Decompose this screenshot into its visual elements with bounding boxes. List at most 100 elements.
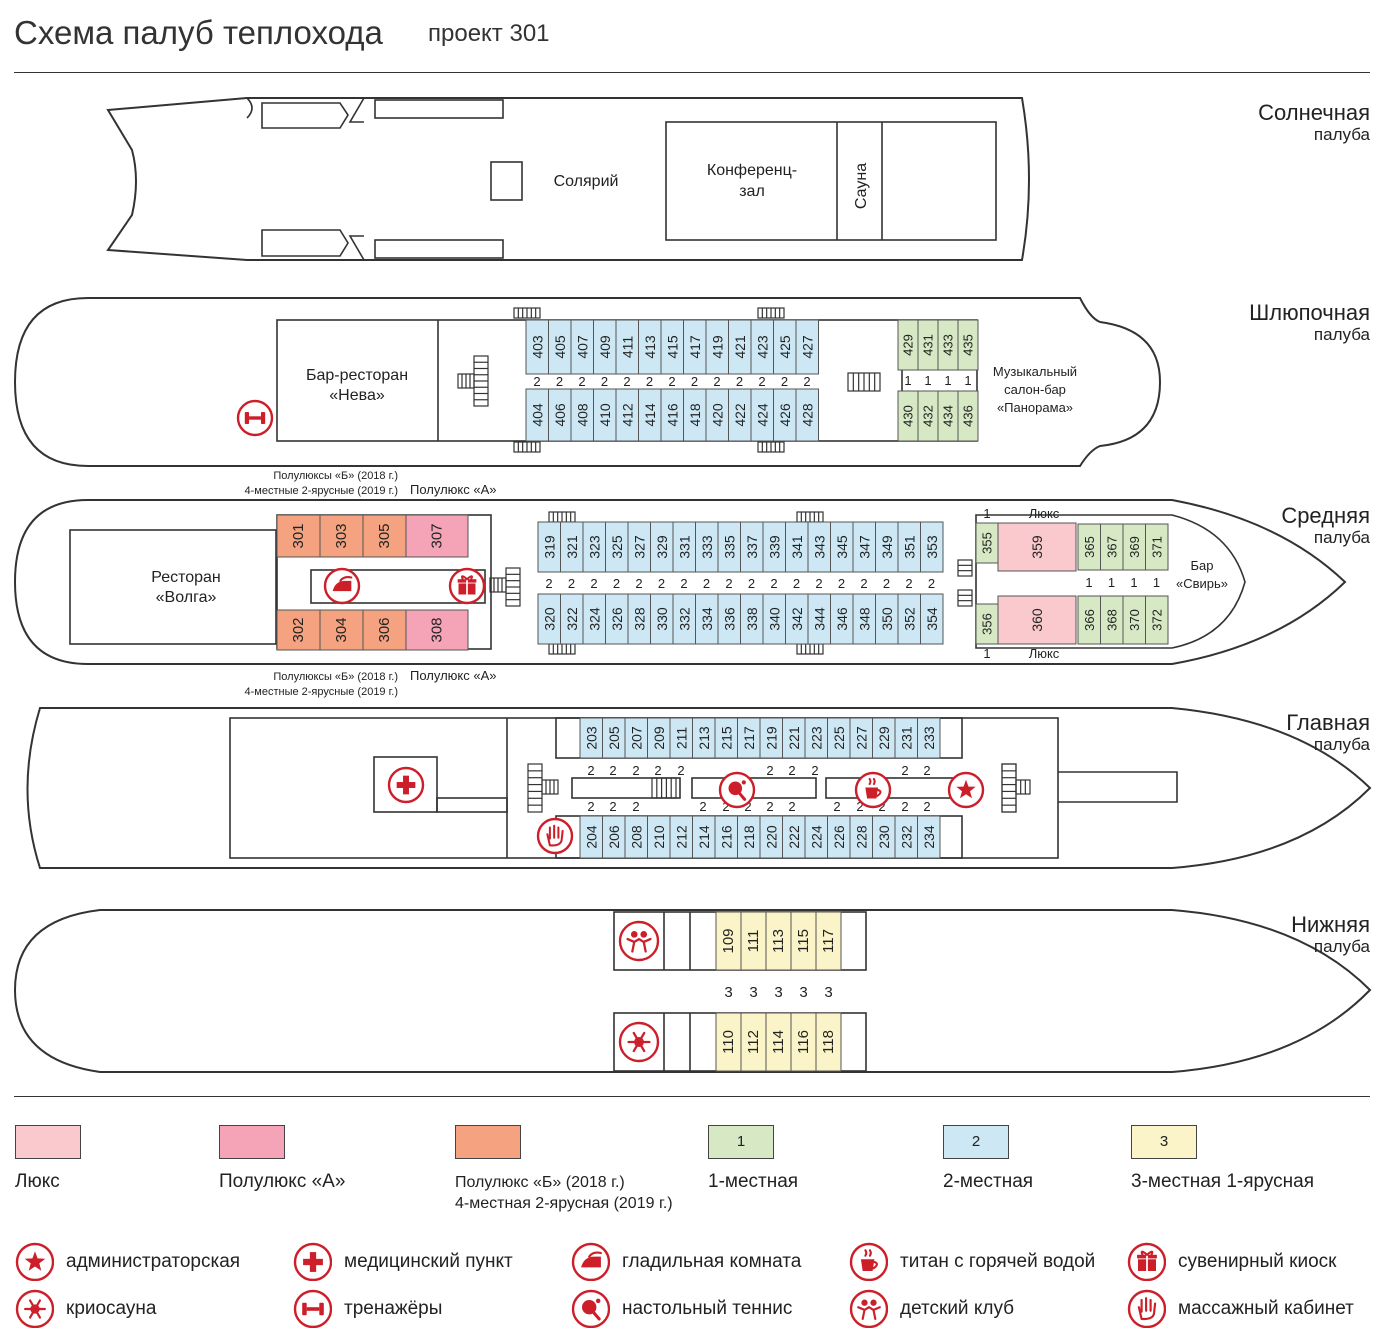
cabin-semi-lux-b[interactable]: 302 [276, 609, 321, 651]
cabin-triple[interactable]: 118 [815, 1012, 842, 1072]
cabin-double[interactable]: 326 [605, 593, 629, 645]
cabin-lux[interactable]: 359 [997, 522, 1077, 572]
cabin-double[interactable]: 329 [650, 521, 674, 573]
cabin-double[interactable]: 412 [615, 388, 639, 442]
cabin-double[interactable]: 228 [849, 815, 873, 859]
cabin-double[interactable]: 212 [669, 815, 693, 859]
cabin-double[interactable]: 222 [782, 815, 806, 859]
cabin-double[interactable]: 427 [795, 319, 819, 375]
cabin-double[interactable]: 233 [917, 717, 941, 759]
cabin-double[interactable]: 346 [830, 593, 854, 645]
cabin-double[interactable]: 340 [762, 593, 786, 645]
cabin-triple[interactable]: 113 [765, 911, 792, 971]
cabin-double[interactable]: 321 [560, 521, 584, 573]
cabin-double[interactable]: 216 [714, 815, 738, 859]
cabin-double[interactable]: 204 [579, 815, 603, 859]
cabin-double[interactable]: 352 [897, 593, 921, 645]
cabin-double[interactable]: 404 [525, 388, 549, 442]
cabin-double[interactable]: 424 [750, 388, 774, 442]
cabin-triple[interactable]: 117 [815, 911, 842, 971]
cabin-single[interactable]: 370 [1122, 595, 1146, 645]
cabin-double[interactable]: 420 [705, 388, 729, 442]
cabin-double[interactable]: 219 [759, 717, 783, 759]
cabin-double[interactable]: 234 [917, 815, 941, 859]
cabin-double[interactable]: 345 [830, 521, 854, 573]
cabin-double[interactable]: 323 [582, 521, 606, 573]
cabin-triple[interactable]: 110 [715, 1012, 742, 1072]
cabin-semi-lux-b[interactable]: 304 [319, 609, 364, 651]
cabin-double[interactable]: 354 [920, 593, 944, 645]
cabin-double[interactable]: 408 [570, 388, 594, 442]
cabin-double[interactable]: 232 [894, 815, 918, 859]
cabin-double[interactable]: 353 [920, 521, 944, 573]
cabin-double[interactable]: 341 [785, 521, 809, 573]
cabin-double[interactable]: 221 [782, 717, 806, 759]
cabin-double[interactable]: 223 [804, 717, 828, 759]
cabin-double[interactable]: 206 [602, 815, 626, 859]
cabin-double[interactable]: 325 [605, 521, 629, 573]
cabin-double[interactable]: 343 [807, 521, 831, 573]
cabin-double[interactable]: 207 [624, 717, 648, 759]
cabin-single[interactable]: 433 [937, 319, 959, 371]
cabin-double[interactable]: 413 [638, 319, 662, 375]
cabin-double[interactable]: 225 [827, 717, 851, 759]
cabin-double[interactable]: 344 [807, 593, 831, 645]
cabin-semi-lux-b[interactable]: 305 [362, 514, 407, 558]
cabin-single[interactable]: 435 [957, 319, 979, 371]
cabin-double[interactable]: 226 [827, 815, 851, 859]
cabin-double[interactable]: 330 [650, 593, 674, 645]
cabin-single[interactable]: 355 [975, 522, 999, 564]
cabin-double[interactable]: 426 [773, 388, 797, 442]
cabin-semi-lux-b[interactable]: 306 [362, 609, 407, 651]
cabin-double[interactable]: 217 [737, 717, 761, 759]
cabin-double[interactable]: 347 [852, 521, 876, 573]
cabin-semi-lux-a[interactable]: 307 [405, 514, 469, 558]
cabin-double[interactable]: 415 [660, 319, 684, 375]
cabin-double[interactable]: 423 [750, 319, 774, 375]
cabin-double[interactable]: 337 [740, 521, 764, 573]
cabin-double[interactable]: 205 [602, 717, 626, 759]
cabin-double[interactable]: 213 [692, 717, 716, 759]
cabin-double[interactable]: 334 [695, 593, 719, 645]
cabin-double[interactable]: 403 [525, 319, 549, 375]
cabin-double[interactable]: 218 [737, 815, 761, 859]
cabin-double[interactable]: 419 [705, 319, 729, 375]
cabin-single[interactable]: 432 [917, 390, 939, 442]
cabin-single[interactable]: 365 [1077, 523, 1101, 571]
cabin-triple[interactable]: 114 [765, 1012, 792, 1072]
cabin-semi-lux-b[interactable]: 303 [319, 514, 364, 558]
cabin-single[interactable]: 368 [1100, 595, 1124, 645]
cabin-double[interactable]: 224 [804, 815, 828, 859]
cabin-single[interactable]: 429 [897, 319, 919, 371]
cabin-double[interactable]: 428 [795, 388, 819, 442]
cabin-double[interactable]: 210 [647, 815, 671, 859]
cabin-double[interactable]: 411 [615, 319, 639, 375]
cabin-lux[interactable]: 360 [997, 595, 1077, 645]
cabin-double[interactable]: 339 [762, 521, 786, 573]
cabin-double[interactable]: 209 [647, 717, 671, 759]
cabin-double[interactable]: 410 [593, 388, 617, 442]
cabin-double[interactable]: 331 [672, 521, 696, 573]
cabin-triple[interactable]: 116 [790, 1012, 817, 1072]
cabin-double[interactable]: 418 [683, 388, 707, 442]
cabin-single[interactable]: 430 [897, 390, 919, 442]
cabin-single[interactable]: 431 [917, 319, 939, 371]
cabin-double[interactable]: 425 [773, 319, 797, 375]
cabin-double[interactable]: 211 [669, 717, 693, 759]
cabin-double[interactable]: 335 [717, 521, 741, 573]
cabin-single[interactable]: 371 [1145, 523, 1169, 571]
cabin-double[interactable]: 351 [897, 521, 921, 573]
cabin-triple[interactable]: 115 [790, 911, 817, 971]
cabin-single[interactable]: 367 [1100, 523, 1124, 571]
cabin-double[interactable]: 338 [740, 593, 764, 645]
cabin-single[interactable]: 434 [937, 390, 959, 442]
cabin-double[interactable]: 407 [570, 319, 594, 375]
cabin-double[interactable]: 414 [638, 388, 662, 442]
cabin-double[interactable]: 215 [714, 717, 738, 759]
cabin-double[interactable]: 350 [875, 593, 899, 645]
cabin-double[interactable]: 416 [660, 388, 684, 442]
cabin-semi-lux-b[interactable]: 301 [276, 514, 321, 558]
cabin-double[interactable]: 230 [872, 815, 896, 859]
cabin-double[interactable]: 327 [627, 521, 651, 573]
cabin-single[interactable]: 369 [1122, 523, 1146, 571]
